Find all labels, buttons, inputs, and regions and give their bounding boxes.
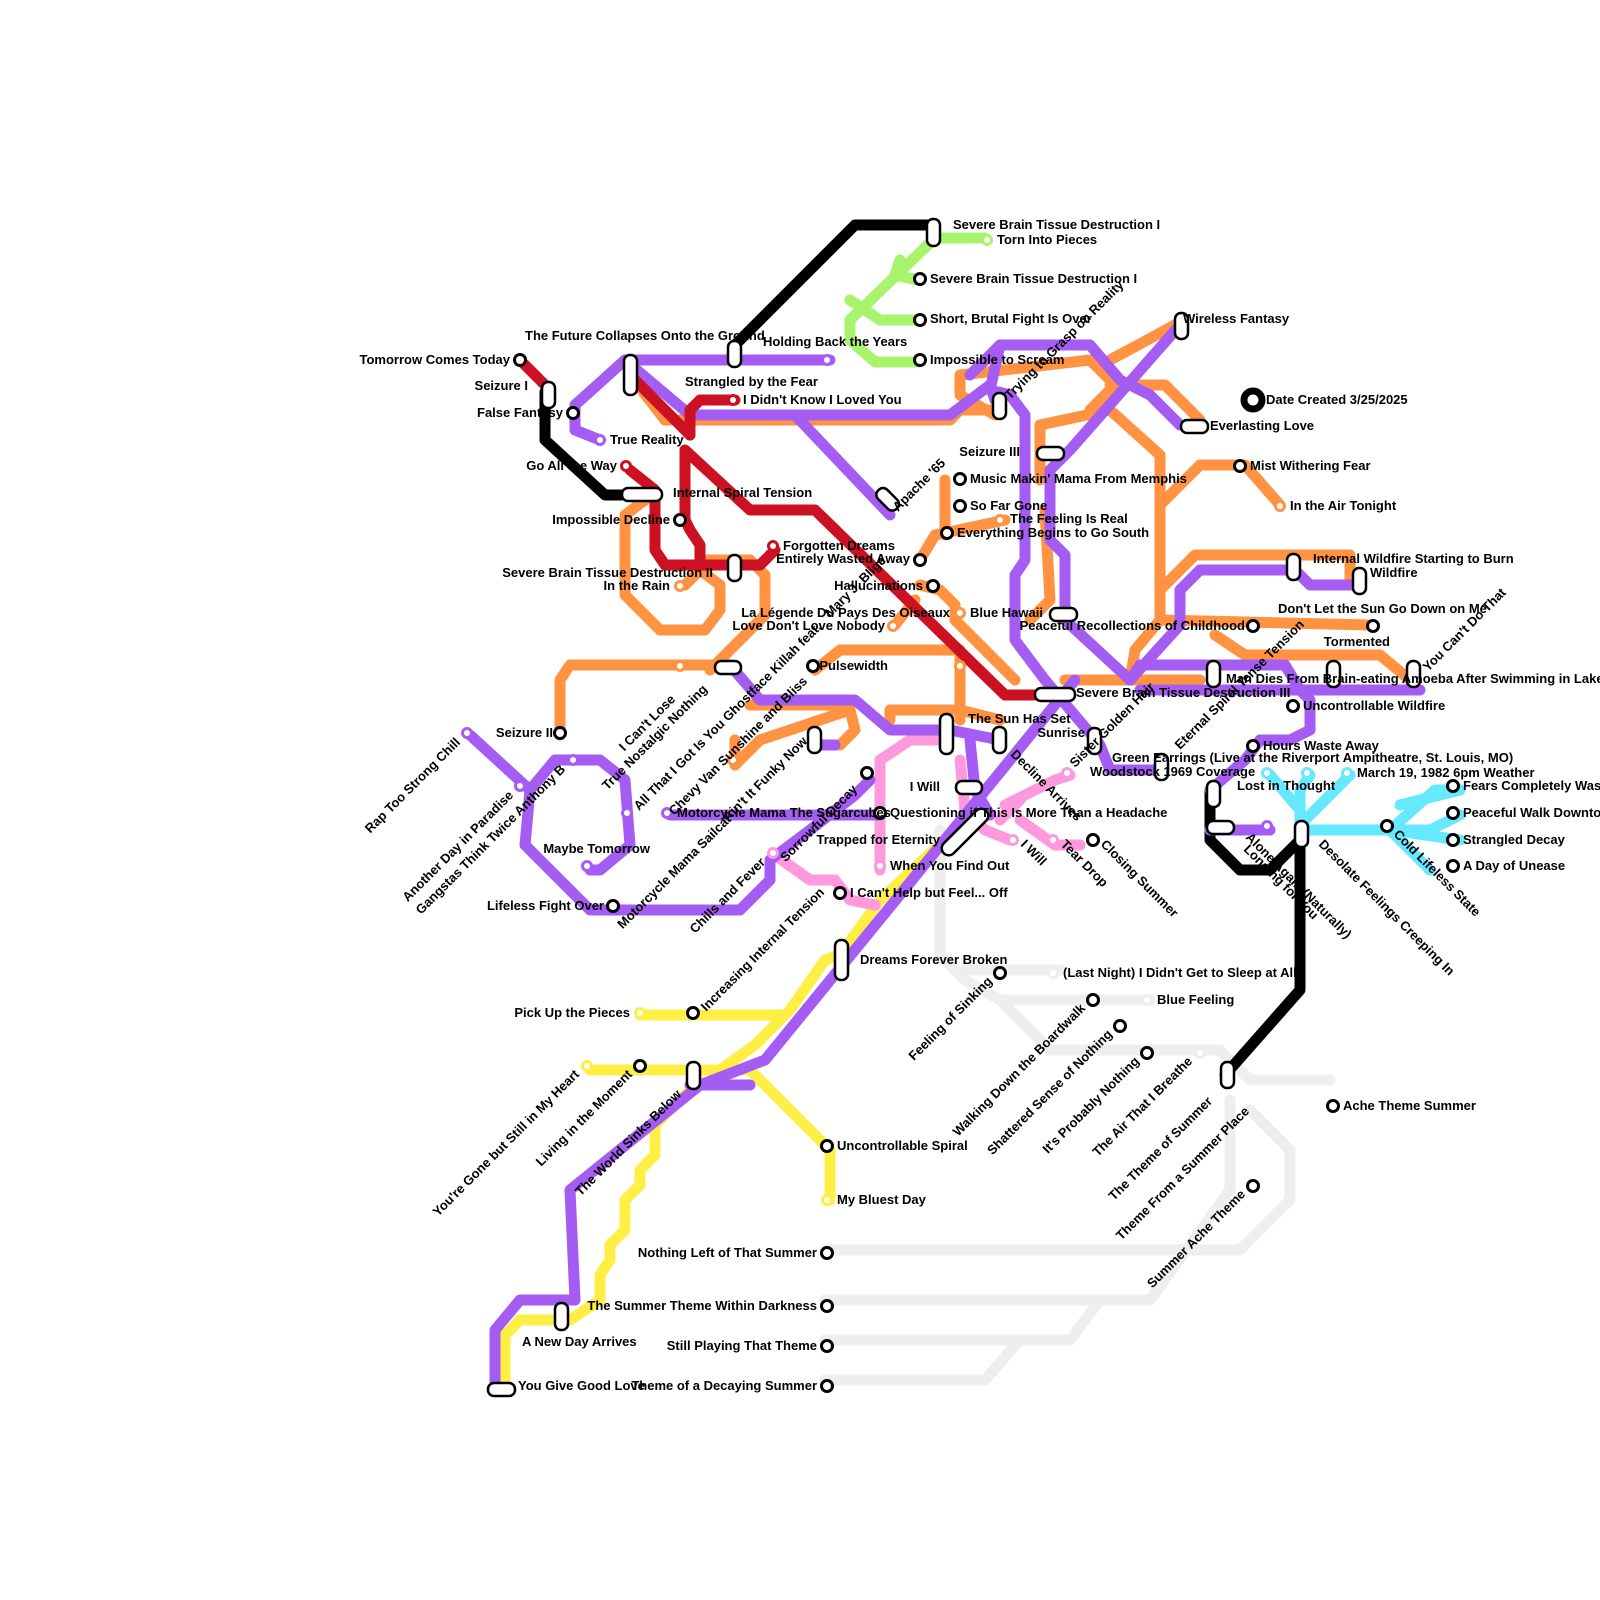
label-uncontrollable-spiral: Uncontrollable Spiral — [837, 1138, 968, 1153]
label-strangled-fear: Strangled by the Fear — [685, 374, 818, 389]
label-wildfire: Wildfire — [1370, 565, 1418, 580]
label-future-collapses: The Future Collapses Onto the Ground — [525, 328, 765, 343]
label-seizure-iii: Seizure III — [959, 444, 1020, 459]
label-maybe-tomorrow: Maybe Tomorrow — [543, 841, 651, 856]
legend-date-created: Date Created 3/25/2025 — [1266, 392, 1408, 407]
label-fears-completely: Fears Completely Washed Away — [1463, 778, 1600, 793]
label-music-makin: Music Makin' Mama From Memphis — [970, 471, 1187, 486]
label-seizure-i: Seizure I — [475, 378, 528, 393]
label-in-the-air: In the Air Tonight — [1290, 498, 1397, 513]
label-still-playing: Still Playing That Theme — [667, 1338, 817, 1353]
label-ache-theme: Ache Theme Summer — [1343, 1098, 1476, 1113]
label-i-will-1: I Will — [910, 779, 940, 794]
label-sbtd-i-top: Severe Brain Tissue Destruction I — [953, 217, 1160, 232]
label-man-dies: Man Dies From Brain-eating Amoeba After … — [1226, 671, 1600, 686]
label-true-reality: True Reality — [610, 432, 684, 447]
label-sunrise: Sunrise — [1037, 725, 1085, 740]
label-didnt-know: I Didn't Know I Loved You — [743, 392, 902, 407]
label-air-i-breathe: The Air That I Breathe — [1089, 1054, 1195, 1160]
label-last-night: (Last Night) I Didn't Get to Sleep at Al… — [1063, 965, 1297, 980]
label-gangstas: Gangstas Think Twice Anthony B — [412, 762, 568, 918]
label-internal-spiral-tension: Internal Spiral Tension — [673, 485, 812, 500]
label-lifeless-fight: Lifeless Fight Over — [487, 898, 604, 913]
label-you-cant-do: You Can't Do That — [1420, 584, 1510, 674]
label-true-nostalgic: True Nostalgic Nothing — [599, 681, 710, 792]
label-desolate-feelings: Desolate Feelings Creeping In — [1316, 837, 1458, 979]
label-short-brutal: Short, Brutal Fight Is Over — [930, 311, 1092, 326]
gray-line — [825, 830, 1330, 1380]
label-sorrowful-decay: Sorrowful Decay — [777, 781, 861, 865]
label-strangled-decay: Strangled Decay — [1463, 832, 1566, 847]
label-good-love: You Give Good Love — [518, 1378, 645, 1393]
label-new-day: A New Day Arrives — [522, 1334, 637, 1349]
label-go-all-the-way: Go All the Way — [526, 458, 618, 473]
label-mist-withering: Mist Withering Fear — [1250, 458, 1371, 473]
label-pulsewidth: Pulsewidth — [819, 658, 888, 673]
label-tomorrow-comes-today: Tomorrow Comes Today — [360, 352, 511, 367]
label-internal-wildfire: Internal Wildfire Starting to Burn — [1313, 551, 1514, 566]
label-wireless-fantasy: Wireless Fantasy — [1183, 311, 1290, 326]
label-feeling-is-real: The Feeling Is Real — [1010, 511, 1128, 526]
label-motorcycle-mama: Motorcycle Mama The Sugarcubes — [677, 805, 891, 820]
label-questioning: Questioning if This Is More Than a Heada… — [890, 805, 1167, 820]
label-false-fantasy: False Fantasy — [477, 405, 564, 420]
label-a-day-unease: A Day of Unease — [1463, 858, 1565, 873]
label-its-probably: It's Probably Nothing — [1039, 1053, 1142, 1156]
label-torn-into-pieces: Torn Into Pieces — [997, 232, 1097, 247]
label-feeling-sinking: Feeling of Sinking — [905, 973, 995, 1063]
label-when-you-find: When You Find Out — [890, 858, 1010, 873]
label-sbtd-i-2: Severe Brain Tissue Destruction I — [930, 271, 1137, 286]
label-lost-in-thought: Lost in Thought — [1237, 778, 1336, 793]
label-peaceful-recollections: Peaceful Recollections of Childhood — [1020, 618, 1245, 633]
label-everything-begins: Everything Begins to Go South — [957, 525, 1149, 540]
label-rap-too-strong: Rap Too Strong Chill — [362, 735, 463, 836]
label-apache: Apache '65 — [890, 455, 949, 514]
label-seizure-ii: Seizure II — [496, 725, 553, 740]
label-green-earrings: Green Earrings (Live at the Riverport Am… — [1112, 750, 1513, 765]
label-peaceful-walk: Peaceful Walk Downtown — [1463, 805, 1600, 820]
label-summer-within: The Summer Theme Within Darkness — [587, 1298, 817, 1313]
label-another-day: Another Day in Paradise — [399, 788, 516, 905]
label-woodstock: Woodstock 1969 Coverage — [1090, 764, 1255, 779]
label-nothing-left: Nothing Left of That Summer — [638, 1245, 817, 1260]
label-dont-let-sun: Don't Let the Sun Go Down on Me — [1278, 601, 1487, 616]
label-pick-up: Pick Up the Pieces — [514, 1005, 630, 1020]
label-impossible-decline: Impossible Decline — [552, 512, 670, 527]
label-my-bluest-day: My Bluest Day — [837, 1192, 927, 1207]
label-holding-back: Holding Back the Years — [763, 334, 907, 349]
label-trapped: Trapped for Eternity — [816, 832, 940, 847]
label-tormented: Tormented — [1324, 634, 1390, 649]
label-uncontrollable-wildfire: Uncontrollable Wildfire — [1303, 698, 1445, 713]
label-i-cant-help: I Can't Help but Feel... Off — [850, 885, 1008, 900]
label-sbtd-iii: Severe Brain Tissue Destruction III — [1076, 685, 1290, 700]
label-dreams-forever: Dreams Forever Broken — [860, 952, 1007, 967]
label-entirely-wasted-away: Entirely Wasted Away — [776, 551, 911, 566]
label-everlasting-love: Everlasting Love — [1210, 418, 1314, 433]
label-sun-has-set: The Sun Has Set — [968, 711, 1071, 726]
label-theme-decaying: Theme of a Decaying Summer — [631, 1378, 817, 1393]
label-in-the-rain: In the Rain — [604, 578, 671, 593]
label-blue-feeling: Blue Feeling — [1157, 992, 1234, 1007]
